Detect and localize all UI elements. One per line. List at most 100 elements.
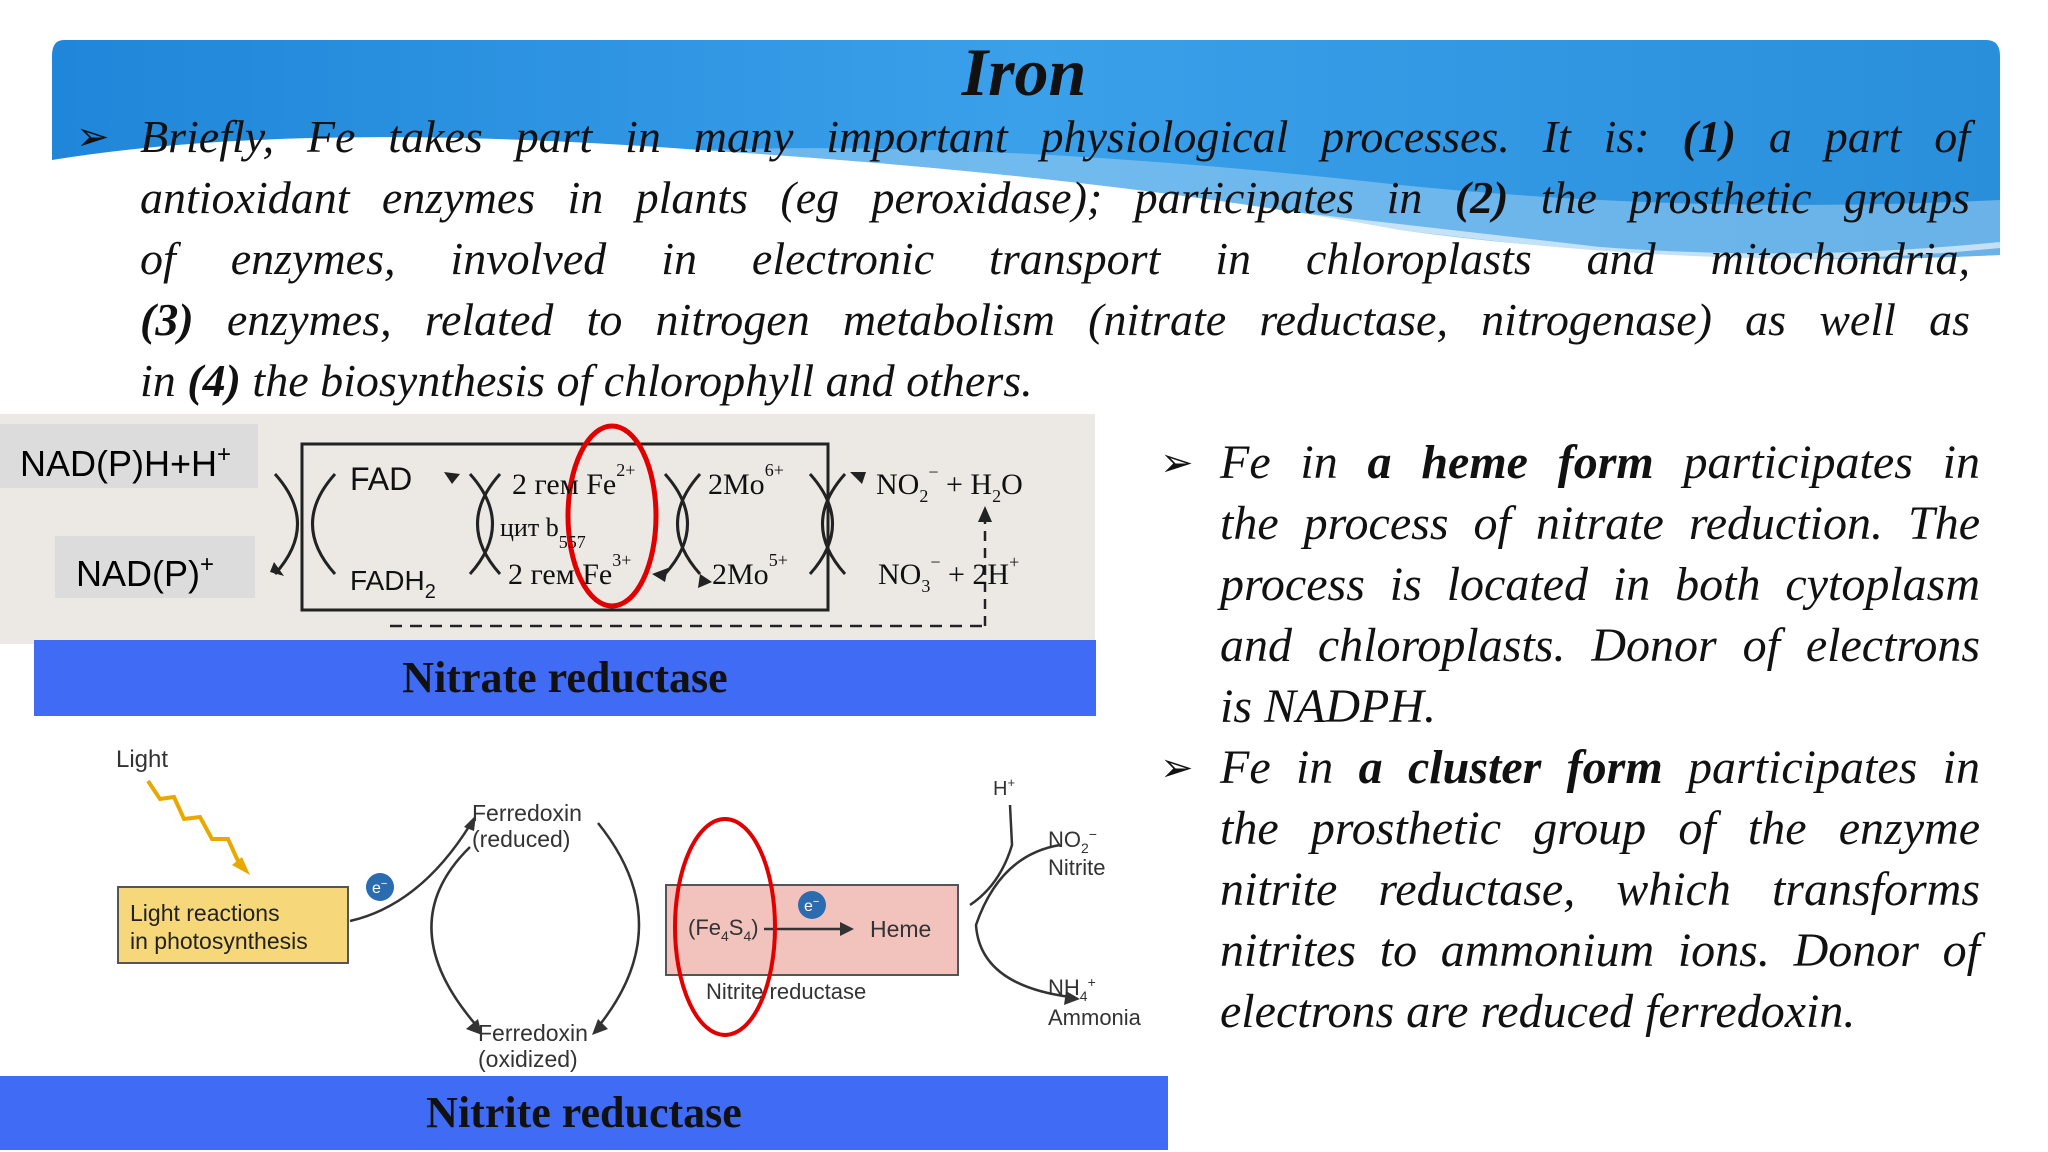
- slide-title: Iron: [961, 34, 1087, 110]
- point-line: Fe in a cluster form participates in: [1220, 737, 1980, 798]
- svg-text:NH4+: NH4+: [1048, 974, 1096, 1004]
- heme-fe-highlight: [565, 423, 659, 609]
- ammonia-label: Ammonia: [1048, 1005, 1142, 1030]
- superscript: +: [217, 441, 231, 468]
- nadph-label: NAD(P)H+H: [20, 443, 217, 484]
- intro-text: Briefly, Fe takes part in many important…: [140, 111, 1683, 162]
- svg-text:e−: e−: [804, 896, 819, 915]
- svg-text:NAD(P)H+H+: NAD(P)H+H+: [20, 441, 231, 484]
- h-plus-label: H: [993, 778, 1007, 800]
- superscript: −: [1089, 826, 1097, 842]
- intro-line: Briefly, Fe takes part in many important…: [140, 106, 1970, 167]
- point-text: participates in: [1662, 741, 1980, 794]
- light-ray-icon: [146, 779, 240, 862]
- point-text: Fe in: [1220, 436, 1368, 489]
- cyt-label: цит b: [500, 513, 559, 542]
- gem-fe2-label: 2 гем Fe: [512, 468, 616, 501]
- intro-line: of enzymes, involved in electronic trans…: [140, 233, 1970, 284]
- subscript: 2: [425, 581, 436, 603]
- fe4s4-label: (Fe: [688, 915, 721, 940]
- intro-text: in: [140, 355, 188, 406]
- point-line: and chloroplasts. Donor of electrons: [1220, 619, 1980, 672]
- subscript: 557: [559, 532, 586, 552]
- subscript: 2: [992, 486, 1001, 506]
- subscript: 4: [721, 928, 729, 944]
- svg-text:NAD(P)+: NAD(P)+: [76, 551, 214, 594]
- nadp-label: NAD(P): [76, 553, 200, 594]
- point-line: the process of nitrate reduction. The: [1220, 497, 1980, 550]
- superscript: +: [1088, 974, 1096, 990]
- point-text: participates in: [1653, 436, 1980, 489]
- electron-text: e: [804, 898, 813, 915]
- nitrate-reductase-diagram: NAD(P)H+H+ NAD(P)+ FAD FADH2 2 гем Fe2+ …: [0, 414, 1095, 644]
- electron-icon: [798, 891, 826, 919]
- ferredoxin-reduced-line2: (reduced): [472, 826, 570, 852]
- h2o-o: O: [1001, 468, 1023, 501]
- point-line: nitrite reductase, which transforms: [1220, 863, 1980, 916]
- svg-text:цит b557: цит b557: [500, 513, 586, 552]
- svg-text:H+: H+: [993, 775, 1015, 800]
- svg-text:NO3− + 2H+: NO3− + 2H+: [878, 552, 1019, 596]
- point-line: is NADPH.: [1220, 680, 1436, 733]
- nitrite-label: Nitrite: [1048, 855, 1105, 880]
- svg-text:FADH2: FADH2: [350, 565, 436, 603]
- nitrite-reductase-diagram: Light Light reactions in photosynthesis …: [116, 746, 1142, 1072]
- intro-text: antioxidant enzymes in plants (eg peroxi…: [140, 172, 1455, 223]
- right-column: ➢ Fe in a heme form participates in the …: [1160, 432, 1980, 1042]
- svg-text:e−: e−: [372, 878, 387, 897]
- intro-paragraph: ➢ Briefly, Fe takes part in many importa…: [76, 106, 1970, 411]
- point-text: Fe in: [1220, 741, 1359, 794]
- ref-1: (1): [1682, 111, 1737, 162]
- intro-text: the prosthetic groups: [1508, 172, 1970, 223]
- svg-text:(Fe4S4): (Fe4S4): [688, 915, 759, 944]
- fadh-label: FADH: [350, 565, 425, 596]
- ferredoxin-oxidized-line2: (oxidized): [478, 1046, 578, 1072]
- fe4s4-close: ): [751, 915, 758, 940]
- point-line: Fe in a heme form participates in: [1220, 432, 1980, 493]
- intro-line: in (4) the biosynthesis of chlorophyll a…: [140, 350, 1970, 411]
- nitrite-reductase-label: Nitrite reductase: [706, 979, 866, 1004]
- superscript: +: [1009, 552, 1019, 572]
- superscript: 6+: [765, 460, 784, 480]
- light-reactions-line2: in photosynthesis: [130, 928, 308, 954]
- superscript: −: [381, 878, 387, 890]
- intro-line: (3) enzymes, related to nitrogen metabol…: [140, 289, 1970, 350]
- point-line: process is located in both cytoplasm: [1220, 558, 1980, 611]
- fe4s4-s: S: [729, 915, 744, 940]
- nitrate-reductase-caption: Nitrate reductase: [34, 640, 1096, 716]
- mo6-label: 2Mo: [708, 468, 765, 501]
- nadp-label-box: [55, 536, 255, 598]
- svg-text:2Mo5+: 2Mo5+: [712, 550, 788, 591]
- arrow-bullet-icon: ➢: [1160, 440, 1194, 485]
- arrow-bullet-icon: ➢: [76, 114, 110, 159]
- cluster-form-emphasis: a cluster form: [1358, 741, 1663, 794]
- ref-3: (3): [140, 294, 194, 345]
- svg-text:2 гем Fe2+: 2 гем Fe2+: [512, 460, 635, 501]
- ref-2: (2): [1454, 172, 1509, 223]
- superscript: 5+: [769, 550, 788, 570]
- electron-text: e: [372, 880, 381, 897]
- heme-label: Heme: [870, 916, 931, 942]
- intro-text: enzymes, related to nitrogen metabolism …: [193, 294, 1970, 345]
- heme-form-point: ➢ Fe in a heme form participates in the …: [1160, 432, 1980, 737]
- svg-text:NO2− + H2O: NO2− + H2O: [876, 462, 1023, 506]
- subscript: 2: [1081, 840, 1089, 856]
- mo5-label: 2Mo: [712, 558, 769, 591]
- svg-text:NO2−: NO2−: [1048, 826, 1097, 856]
- superscript: −: [930, 552, 940, 572]
- arrow-bullet-icon: ➢: [1160, 745, 1194, 790]
- point-line: electrons are reduced ferredoxin.: [1220, 985, 1856, 1038]
- intro-text: a part of: [1736, 111, 1970, 162]
- ref-4: (4): [187, 355, 241, 406]
- superscript: +: [200, 551, 214, 578]
- intro-line: antioxidant enzymes in plants (eg peroxi…: [140, 167, 1970, 228]
- cluster-form-point: ➢ Fe in a cluster form participates in t…: [1160, 737, 1980, 1042]
- subscript: 3: [921, 576, 930, 596]
- nadph-label-box: [0, 424, 258, 488]
- no3-label: NO: [878, 558, 921, 591]
- superscript: −: [813, 896, 819, 908]
- gem-fe3-label: 2 гем Fe: [508, 558, 612, 591]
- point-line: nitrites to ammonium ions. Donor of: [1220, 924, 1980, 977]
- light-reactions-box: [117, 886, 349, 964]
- subscript: 2: [919, 486, 928, 506]
